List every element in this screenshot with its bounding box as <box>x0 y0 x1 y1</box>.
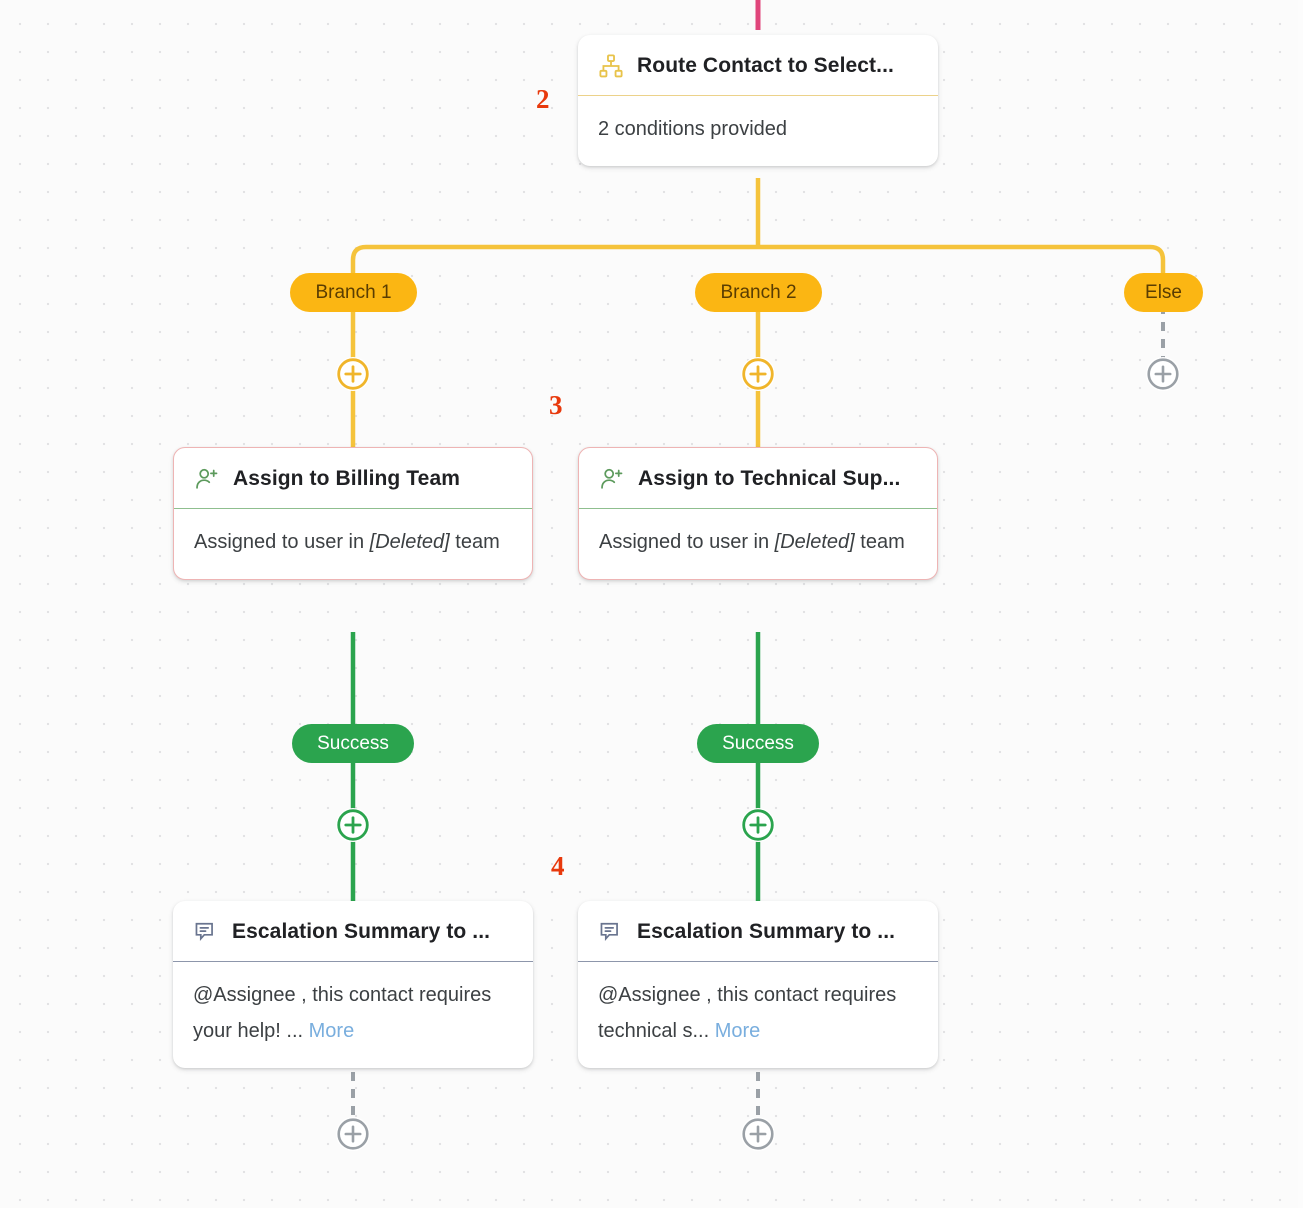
node-title: Escalation Summary to ... <box>232 920 491 943</box>
node-body-emphasis: [Deleted] <box>369 531 450 554</box>
node-body: @Assignee , this contact requires your h… <box>173 962 533 1067</box>
node-body-suffix: team <box>449 531 500 554</box>
canvas-right-edge <box>1298 0 1303 1218</box>
add-step-button-tail-right[interactable] <box>741 1117 775 1151</box>
add-step-button-tail-left[interactable] <box>336 1117 370 1151</box>
node-header: Escalation Summary to ... <box>578 901 938 961</box>
success-pill-left-label: Success <box>317 732 389 754</box>
node-title: Escalation Summary to ... <box>637 920 896 943</box>
node-header: Route Contact to Select... <box>578 35 938 95</box>
comment-icon <box>598 919 624 945</box>
add-step-button-success-right[interactable] <box>741 808 775 842</box>
node-body-prefix: Assigned to user in <box>194 531 370 554</box>
branch-pill-2[interactable]: Branch 2 <box>695 273 822 312</box>
comment-icon <box>193 919 219 945</box>
branch-pill-else[interactable]: Else <box>1124 273 1203 312</box>
node-assign-billing[interactable]: Assign to Billing Team Assigned to user … <box>173 447 533 580</box>
node-body-prefix: @Assignee , this contact requires your h… <box>193 984 492 1042</box>
node-divider <box>174 508 532 510</box>
node-body-prefix: @Assignee , this contact requires techni… <box>598 984 897 1042</box>
person-add-icon <box>599 466 625 492</box>
node-header: Assign to Technical Sup... <box>579 448 937 508</box>
node-divider <box>579 508 937 510</box>
node-assign-technical[interactable]: Assign to Technical Sup... Assigned to u… <box>578 447 938 580</box>
add-step-button-else[interactable] <box>1146 357 1180 391</box>
branch-pill-2-label: Branch 2 <box>720 281 797 303</box>
annotation-4: 4 <box>551 851 565 881</box>
node-divider <box>578 961 938 963</box>
node-body: Assigned to user in [Deleted] team <box>579 509 937 579</box>
more-link[interactable]: More <box>308 1019 355 1042</box>
annotation-3: 3 <box>549 390 563 420</box>
node-body: Assigned to user in [Deleted] team <box>174 509 532 579</box>
node-body-suffix: team <box>854 531 905 554</box>
branch-pill-1-label: Branch 1 <box>315 281 392 303</box>
node-divider <box>173 961 533 963</box>
add-step-button-branch2[interactable] <box>741 357 775 391</box>
node-body-emphasis: [Deleted] <box>774 531 855 554</box>
hierarchy-icon <box>598 53 624 79</box>
annotation-2: 2 <box>536 84 550 114</box>
node-header: Escalation Summary to ... <box>173 901 533 961</box>
success-pill-right-label: Success <box>722 732 794 754</box>
add-step-button-success-left[interactable] <box>336 808 370 842</box>
branch-pill-1[interactable]: Branch 1 <box>290 273 417 312</box>
node-body-prefix: Assigned to user in <box>599 531 775 554</box>
branch-pill-else-label: Else <box>1145 281 1182 303</box>
person-add-icon <box>194 466 220 492</box>
more-link[interactable]: More <box>714 1019 761 1042</box>
success-pill-left[interactable]: Success <box>292 724 414 763</box>
node-escalation-technical[interactable]: Escalation Summary to ... @Assignee , th… <box>578 901 938 1068</box>
node-title: Assign to Technical Sup... <box>638 467 901 490</box>
node-divider <box>578 95 938 97</box>
node-route-contact[interactable]: Route Contact to Select... 2 conditions … <box>578 35 938 166</box>
canvas-bottom-edge <box>0 1208 1303 1218</box>
node-header: Assign to Billing Team <box>174 448 532 508</box>
add-step-button-branch1[interactable] <box>336 357 370 391</box>
node-title: Route Contact to Select... <box>637 54 894 77</box>
node-body: @Assignee , this contact requires techni… <box>578 962 938 1067</box>
node-title: Assign to Billing Team <box>233 467 460 490</box>
success-pill-right[interactable]: Success <box>697 724 819 763</box>
node-escalation-billing[interactable]: Escalation Summary to ... @Assignee , th… <box>173 901 533 1068</box>
node-body: 2 conditions provided <box>598 118 788 141</box>
